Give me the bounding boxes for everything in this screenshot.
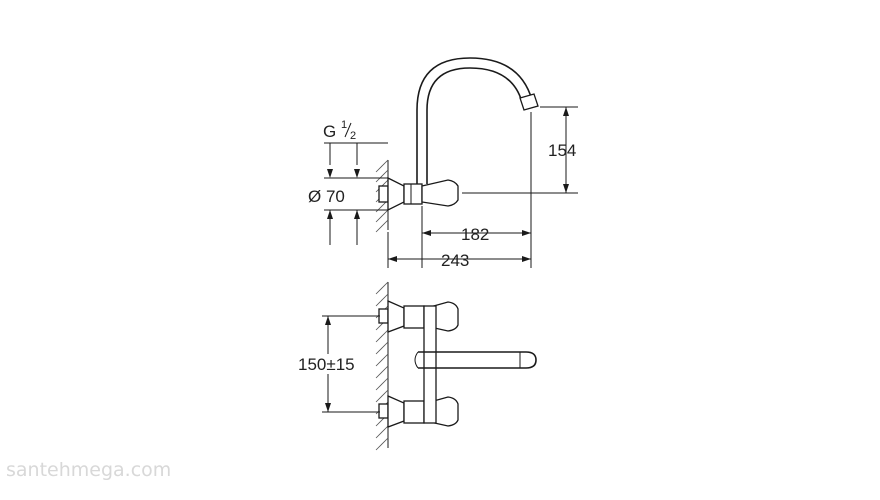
mixer-body: [387, 176, 405, 212]
connection-nut: [378, 185, 389, 203]
thread-letter: G: [323, 122, 336, 141]
centers-label: 150±15: [298, 355, 355, 374]
central-column: [423, 305, 437, 424]
dimension-182: 182: [422, 225, 531, 244]
overall-label: 243: [441, 251, 469, 270]
watermark: santehmega.com: [6, 459, 171, 481]
lower-connection-nut: [378, 403, 389, 419]
plan-view: 150±15: [296, 281, 537, 451]
upper-escutcheon: [387, 300, 405, 333]
lower-escutcheon: [387, 395, 405, 428]
upper-valve: [403, 305, 425, 329]
valve-body: [403, 183, 423, 205]
spout-plan: [414, 351, 537, 369]
lower-valve: [403, 400, 425, 424]
wall-hatch-bottom: [375, 281, 389, 451]
thread-label: G 1 2: [323, 119, 356, 142]
side-elevation-view: 154 182 243: [308, 57, 578, 270]
height-label: 154: [548, 141, 576, 160]
dimension-154: 154: [548, 107, 576, 193]
thread-denominator: 2: [350, 130, 356, 142]
reach-label: 182: [461, 225, 489, 244]
spout: [416, 57, 539, 184]
dimension-diameter: Ø 70: [308, 142, 388, 245]
upper-handle: [429, 301, 459, 332]
dimension-243: 243: [388, 251, 531, 270]
diameter-label: Ø 70: [308, 187, 345, 206]
lower-handle: [429, 396, 459, 427]
dimension-centers: 150±15: [296, 315, 380, 413]
handle: [421, 179, 459, 207]
thread-numerator: 1: [341, 119, 347, 131]
upper-connection-nut: [378, 308, 389, 324]
